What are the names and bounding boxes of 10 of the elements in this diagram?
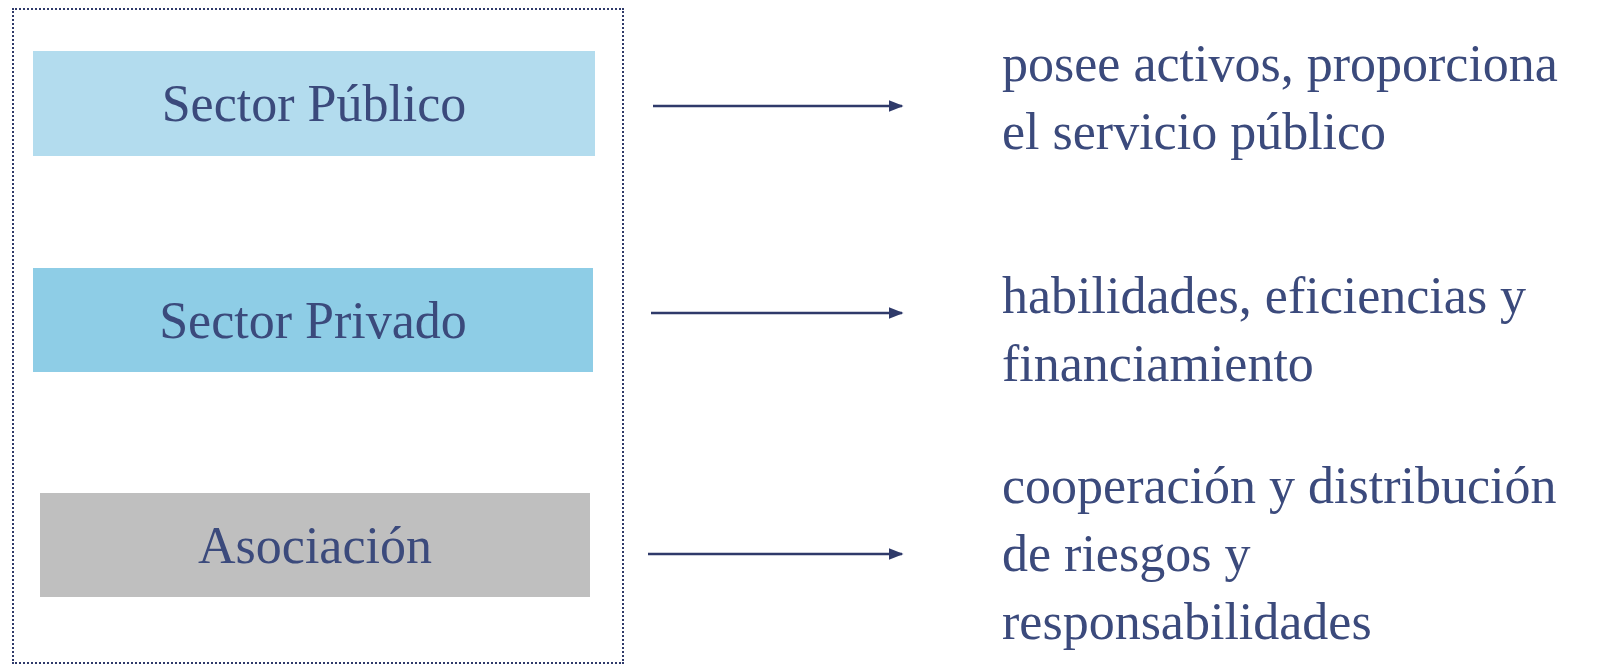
arrow [653,100,904,112]
dotted-frame [12,8,624,664]
arrow [651,307,904,319]
description-text: habilidades, eficiencias y financiamiento [1002,262,1602,398]
sector-box: Sector Privado [33,268,593,372]
sector-box: Sector Público [33,51,595,156]
description-text: posee activos, proporciona el servicio público [1002,30,1562,166]
sector-box: Asociación [40,493,590,597]
arrow [648,548,904,560]
description-text: cooperación y distribución de riesgos y responsabilidades [1002,452,1590,656]
